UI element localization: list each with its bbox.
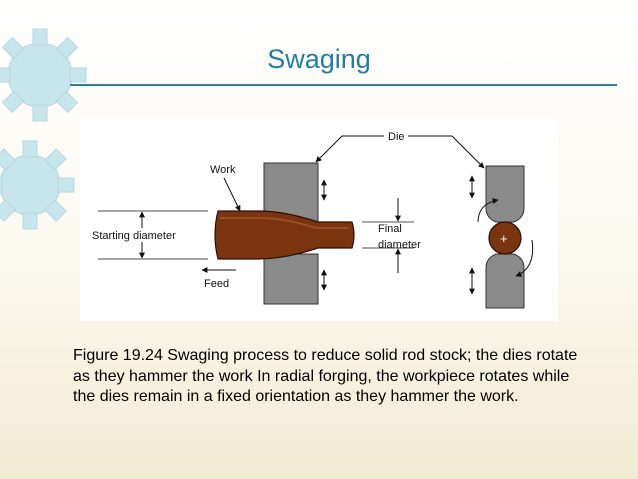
end-view-lower-die (485, 253, 525, 309)
rotation-arrow-upper-icon (477, 198, 499, 223)
label-feed: Feed (204, 278, 229, 290)
title-divider (70, 84, 617, 86)
end-view-workpiece (488, 221, 522, 255)
rotation-arrow-lower-icon (515, 239, 534, 277)
end-view-upper-die (485, 165, 525, 223)
gear-decoration-icon (0, 28, 87, 230)
label-work: Work (210, 164, 236, 176)
lower-die (263, 253, 319, 305)
die-leader-left (315, 135, 384, 163)
work-leader (223, 177, 241, 212)
figure-caption: Figure 19.24 Swaging process to reduce s… (73, 347, 578, 405)
label-starting-diameter: Starting diameter (92, 230, 176, 242)
label-final: Final (378, 223, 402, 235)
label-diameter: diameter (378, 239, 421, 251)
workpiece-highlight (220, 217, 348, 229)
swaging-figure: Starting diameter Final diameter Work Fe… (80, 118, 558, 321)
swaging-diagram: Starting diameter Final diameter Work Fe… (92, 131, 534, 309)
center-mark-icon: + (500, 231, 508, 246)
label-die: Die (388, 131, 405, 143)
slide-title: Swaging (267, 44, 371, 74)
workpiece (214, 210, 355, 260)
die-leader-right (408, 135, 485, 169)
